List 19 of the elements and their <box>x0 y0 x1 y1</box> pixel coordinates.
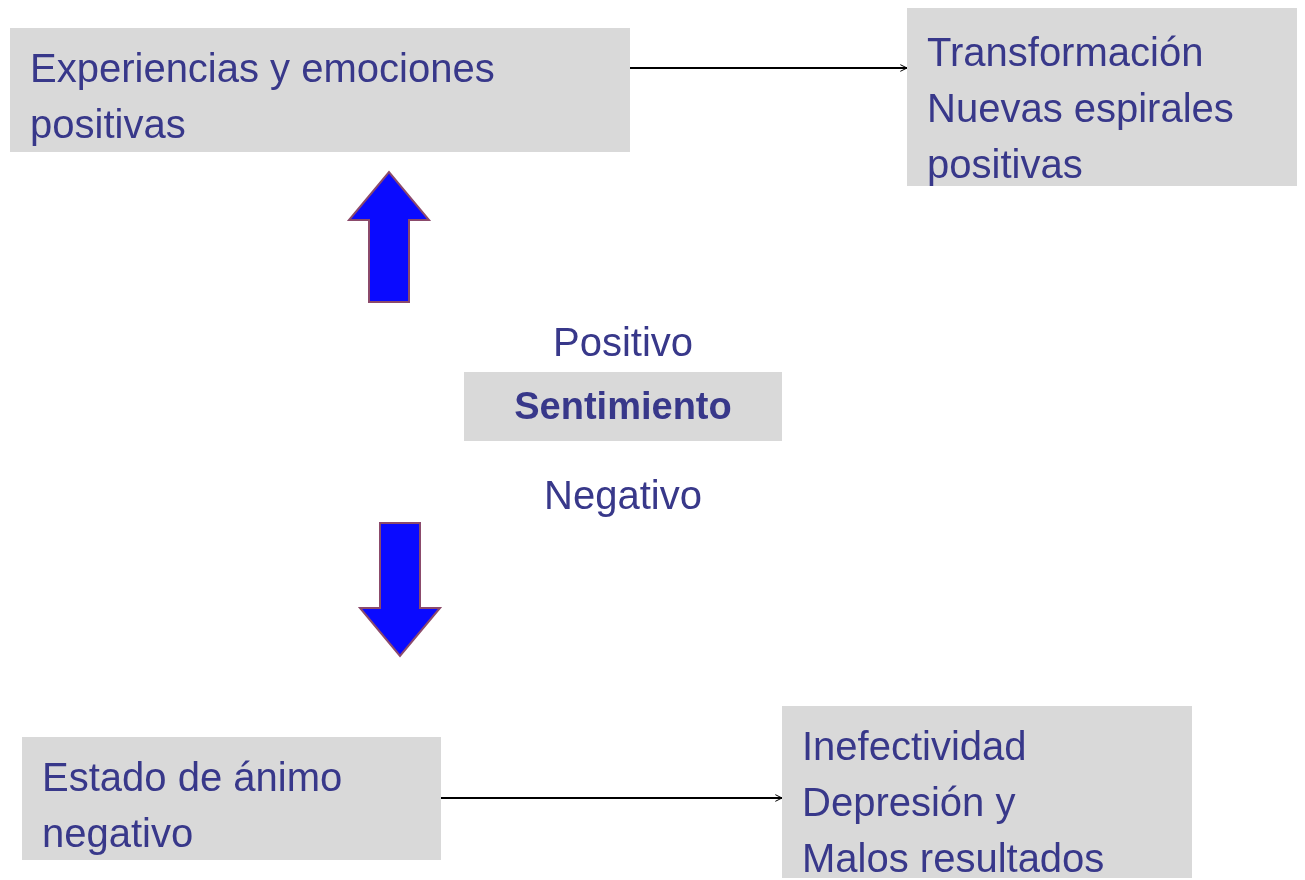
text-box <box>22 737 441 860</box>
side-label: Positivo <box>552 322 694 362</box>
text-box <box>782 706 1192 878</box>
text-box <box>907 8 1297 186</box>
arrow <box>440 794 783 802</box>
arrow <box>629 64 908 72</box>
box-text: Malos resultados <box>802 835 1106 880</box>
text-box <box>10 28 630 152</box>
box-text: Depresión y <box>802 779 1017 826</box>
box-text: Transformación <box>927 29 1205 76</box>
text-box <box>464 372 782 441</box>
box-text: Experiencias y emociones positivas <box>30 45 496 148</box>
block-arrow <box>357 522 443 658</box>
side-label: Negativo <box>544 475 702 515</box>
box-heading: Sentimiento <box>514 383 732 429</box>
block-arrow <box>346 170 432 303</box>
box-text: Nuevas espirales positivas <box>927 85 1235 188</box>
box-text: Inefectividad <box>802 723 1028 770</box>
box-text: Estado de ánimo negativo <box>42 754 344 857</box>
